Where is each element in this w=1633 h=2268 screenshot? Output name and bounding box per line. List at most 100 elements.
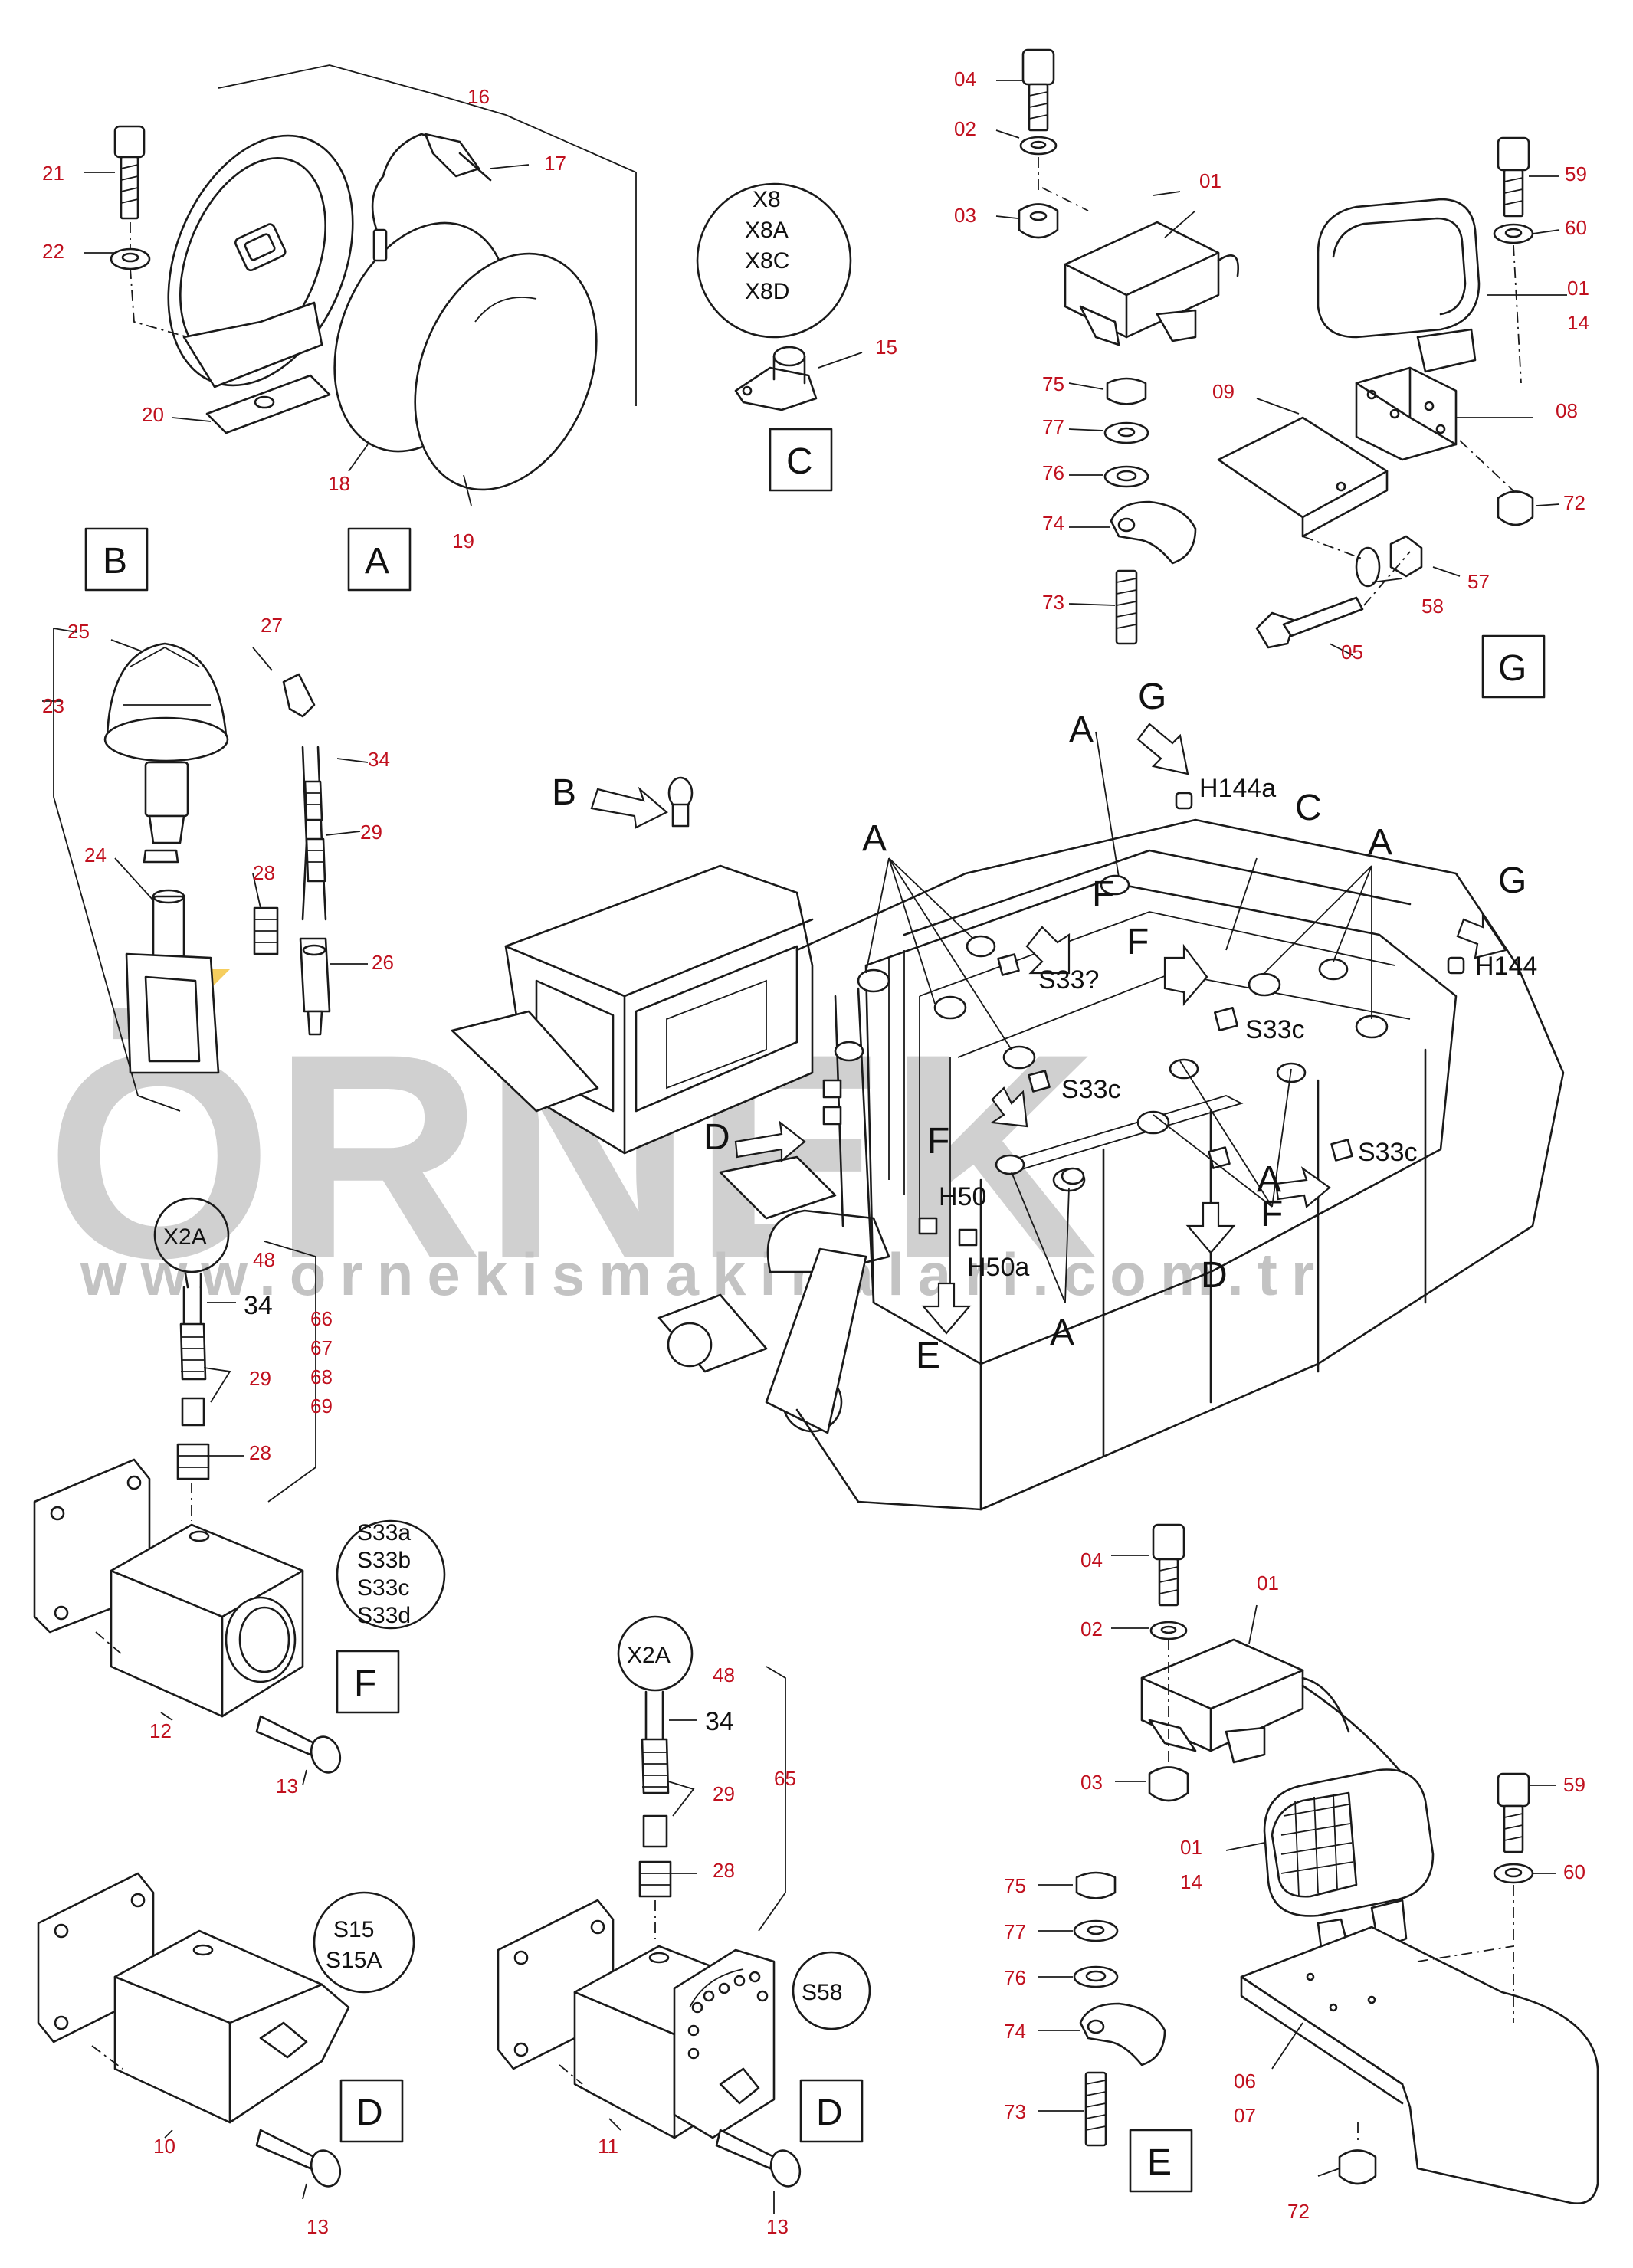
part-number: 04 [1080,1549,1103,1572]
part-number: 77 [1004,1920,1026,1943]
lamp-assembly-ab [84,64,637,506]
label-h144: H144 [1475,952,1537,981]
wire-number: 34 [705,1707,734,1736]
overview-labels: B A G H144a A C A G H144 F F S33? S33c S… [552,677,1537,1376]
part-number: 77 [1042,415,1064,438]
part-numbers-g: 04 02 03 01 59 60 01 14 09 08 72 75 77 7… [954,67,1589,664]
beacon-assembly [42,627,369,1112]
part-number: 29 [360,821,382,844]
view-label-e: E [1129,2129,1193,2193]
part-number: 59 [1565,162,1587,185]
part-number: 24 [84,844,107,867]
part-number: 10 [153,2135,175,2158]
part-number: 72 [1563,491,1585,514]
switch-assembly-d1: S15 S15A [37,1872,415,2200]
part-numbers-e: 04 01 02 03 59 60 01 14 75 77 76 74 73 0… [1004,1549,1585,2223]
part-numbers-f: 48 66 67 68 69 29 28 12 13 [149,1248,333,1798]
diagram-label: S33a [357,1520,411,1545]
diagram-label: S58 [802,1980,842,2005]
callout-f: F [1261,1194,1283,1234]
watermark-url: www.ornekismakinalari.com.tr [80,1241,1328,1308]
part-number: 67 [310,1336,333,1359]
part-number: 02 [1080,1617,1103,1640]
label-s33c: S33c [1061,1075,1121,1104]
part-number: 18 [328,472,350,495]
part-numbers-ab: 16 17 21 22 20 18 19 [42,85,566,552]
view-label-a-top: A [347,527,412,592]
view-label-f: F [336,1650,400,1714]
connector-label: X8A [745,218,789,243]
switch-assembly-d2: X2A 34 S58 [497,1615,871,2214]
part-number: 48 [713,1663,735,1686]
part-number: 23 [42,694,64,717]
callout-arrows [590,723,1507,1335]
part-number: 73 [1042,591,1064,614]
part-number: 66 [310,1307,333,1330]
light-assembly-g [995,48,1567,656]
part-number: 76 [1042,461,1064,484]
part-number: 69 [310,1395,333,1418]
callout-f: F [1126,922,1149,962]
diagram-label: S33d [357,1603,411,1628]
connector-label: X8C [745,248,789,274]
part-number: 04 [954,67,976,90]
diagram-label: B [103,541,127,582]
callout-a: A [1069,710,1094,750]
switch-assembly-f: X2A S33a S33b S33c S33d 34 [33,1197,446,1786]
part-number: 65 [774,1767,796,1790]
part-number: 20 [142,403,164,426]
part-number: 25 [67,620,90,643]
callout-f: F [927,1121,949,1162]
part-number: 03 [1080,1771,1103,1794]
diagram-label: S15A [326,1948,382,1973]
diagram-label: A [365,541,389,582]
part-number: 02 [954,117,976,140]
callout-a: A [1257,1159,1281,1200]
label-s33c: S33c [1358,1138,1418,1167]
connector-assembly-c: X8 X8A X8C X8D 15 C [696,182,897,492]
part-number: 68 [310,1365,333,1388]
part-number: 58 [1421,595,1444,618]
machine-overview [451,723,1565,1511]
diagram-label: F [354,1663,376,1704]
part-number: 29 [249,1367,271,1390]
part-number: 05 [1341,641,1363,664]
view-label-d-center: D [799,2079,864,2143]
diagram-label: S15 [333,1917,374,1942]
part-number: 57 [1467,570,1490,593]
callout-d: D [703,1117,730,1158]
diagram-label: S33c [357,1575,409,1601]
callout-e: E [916,1336,940,1376]
part-number: 27 [261,614,283,637]
part-number: 34 [368,748,390,771]
part-number: 08 [1556,399,1578,422]
part-number: 19 [452,529,474,552]
chassis-switches [822,792,1465,1247]
part-number: 60 [1565,216,1587,239]
part-number: 21 [42,162,64,185]
view-label-g: G [1481,634,1546,699]
part-number: 06 [1234,2070,1256,2093]
part-number: 72 [1287,2200,1310,2223]
part-number: 75 [1004,1874,1026,1897]
connector-label: X8 [753,187,781,212]
part-number: 01 [1257,1572,1279,1594]
part-number: 17 [544,152,566,175]
callout-c: C [1295,788,1322,828]
part-number: 13 [307,2215,329,2238]
part-number: 01 [1199,169,1221,192]
part-numbers-beacon: 25 27 23 34 29 24 28 26 [42,614,394,974]
callout-g: G [1498,860,1526,901]
part-number: 75 [1042,372,1064,395]
diagram-label: D [816,2093,843,2133]
callout-d: D [1201,1255,1228,1296]
part-number: 13 [766,2215,789,2238]
part-number: 16 [467,85,490,108]
callout-a: A [1368,822,1392,863]
wire-number: 34 [244,1291,273,1320]
callout-g: G [1138,677,1166,717]
part-number: 59 [1563,1773,1585,1796]
label-s33c: S33c [1245,1015,1305,1044]
part-number: 11 [598,2135,618,2158]
